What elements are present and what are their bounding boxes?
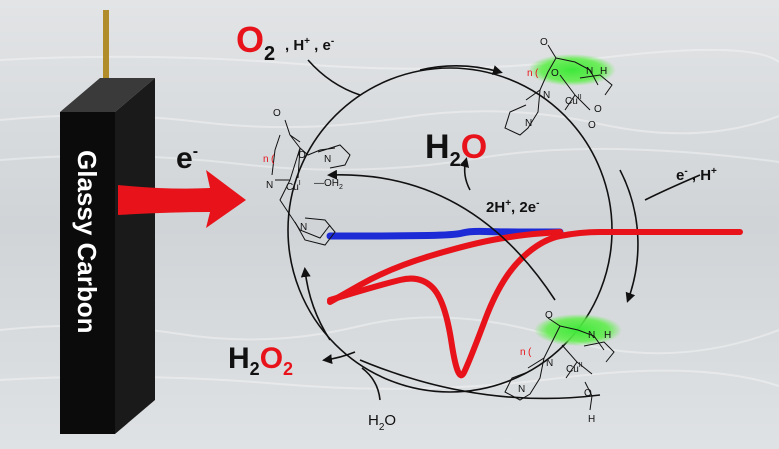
cu2-ester-o: O [551, 68, 559, 79]
cu3-center: CuII [566, 362, 583, 375]
two-e-charge: - [536, 198, 539, 209]
glassy-carbon-electrode [60, 112, 115, 434]
cycle-arrow-top [419, 65, 503, 75]
e-label: , e [310, 37, 331, 54]
cu3-h: H [604, 330, 611, 341]
h2o2-h: H [228, 342, 250, 375]
cu1-paren: ( [271, 154, 275, 165]
cu1-aqua: —OH2 [314, 178, 343, 191]
electron-transfer-arrow [118, 170, 246, 228]
o2-subscript: 2 [264, 43, 275, 65]
cu2-center: CuII [565, 94, 582, 107]
inner-arrow-to-cu1 [327, 169, 556, 301]
inner-arrow-bottom [359, 359, 601, 400]
o2-letter: O [236, 19, 264, 60]
cv-red-curve [327, 228, 743, 379]
cu2-h: H [600, 66, 607, 77]
electrode-label: Glassy Carbon [72, 150, 102, 334]
eh-e-charge: - [684, 166, 687, 177]
two-h-charge: + [505, 198, 511, 209]
cu3-cu: Cu [566, 364, 579, 375]
cu3-oh-h: H [588, 414, 595, 425]
two-h-label: 2H [486, 199, 505, 216]
electron-symbol: e- [176, 142, 198, 175]
eh-h-label: , H [688, 167, 711, 184]
cu1-cu: Cu [286, 182, 299, 193]
h2o-subscript: 2 [450, 149, 461, 171]
o2-reactant: O2 [236, 19, 275, 65]
cu1-py-n-bottom: N [300, 222, 307, 233]
water-h: H [368, 412, 379, 429]
h2o2-o: O [260, 342, 283, 375]
complex-cu2-superoxo [504, 44, 613, 136]
cu2-paren: ( [535, 68, 539, 79]
cu1-n-index: n [263, 154, 269, 165]
cu3-carbonyl-o: O [545, 310, 553, 321]
two-proton-two-electron: 2H+, 2e- [486, 198, 539, 216]
h2o-o: O [461, 128, 487, 166]
cycle-arrow-left [300, 267, 331, 341]
cu1-center: CuI [286, 180, 301, 193]
electron-charge: - [193, 143, 198, 160]
eh-e-label: e [676, 167, 684, 184]
h2o2-sub1: 2 [250, 359, 260, 379]
cu2-amine-n: N [543, 90, 550, 101]
arrow-to-h2o2 [322, 351, 356, 365]
cu1-py-n-top: N [324, 154, 331, 165]
cu3-n-top: N [588, 330, 595, 341]
cu3-oh-o: O [584, 388, 592, 399]
water-o: O [384, 412, 396, 429]
cu2-n-index: n [527, 68, 533, 79]
cu3-paren: ( [528, 347, 532, 358]
cu1-amine-n: N [266, 180, 273, 191]
cv-blue-curve [326, 227, 564, 240]
two-e-label: , 2e [511, 199, 536, 216]
eh-h-charge: + [711, 166, 717, 177]
cu3-py-n: N [518, 384, 525, 395]
water-sub: 2 [379, 422, 385, 433]
cu2-cu: Cu [565, 96, 578, 107]
h-plus-label: , H [285, 37, 304, 54]
cu1-oh: —OH [314, 178, 339, 189]
cu2-n-top: N [586, 66, 593, 77]
cu1-oxygen-top: O [273, 108, 281, 119]
arrow-o2-in [307, 59, 361, 96]
h2o2-product: H2O2 [228, 342, 293, 379]
eh-cofactors: e- , H+ [676, 166, 717, 184]
cu2-o-b: O [588, 120, 596, 131]
cu2-ox: II [578, 94, 582, 101]
h2o-product: H2O [425, 128, 487, 171]
arrow-water-in [361, 367, 381, 401]
cu3-ox: II [579, 362, 583, 369]
cu1-ox: I [299, 180, 301, 187]
h2o2-sub2: 2 [283, 359, 293, 379]
electrode-wire [103, 10, 109, 82]
complex-cu2-hydroperoxo [504, 317, 615, 411]
cu1-carboxyl-o: O [298, 150, 306, 161]
cu1-oh-sub: 2 [339, 184, 343, 191]
h2o-h: H [425, 128, 450, 166]
cu3-n-index: n [520, 347, 526, 358]
o2-cofactors: , H+ , e- [285, 36, 334, 54]
cu3-amine-n: N [546, 358, 553, 369]
water-reactant: H2O [368, 412, 396, 433]
e-charge: - [331, 36, 334, 47]
electrode-top-face [60, 78, 155, 112]
arrow-eh-in [644, 174, 701, 201]
cu2-py-n: N [525, 118, 532, 129]
cu2-o-a: O [594, 104, 602, 115]
cu2-carbonyl-o: O [540, 37, 548, 48]
complex-cu1 [271, 119, 351, 246]
h-plus-charge: + [304, 36, 310, 47]
cv-red-curve-upper [327, 229, 563, 305]
electron-letter: e [176, 142, 193, 175]
electrode-side-face [115, 78, 155, 434]
arrow-to-h2o [459, 157, 471, 191]
